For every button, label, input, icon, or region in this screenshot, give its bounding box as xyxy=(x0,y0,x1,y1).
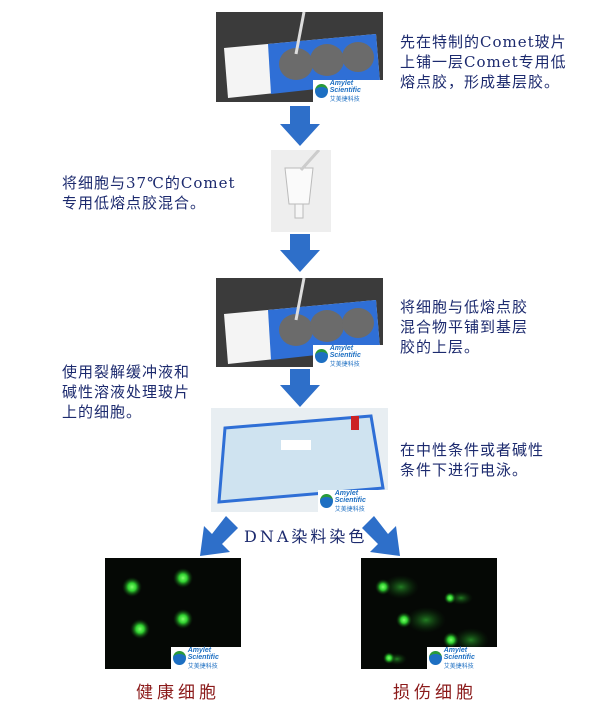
damaged-cells-label: 损伤细胞 xyxy=(393,683,477,703)
arrow-down-1 xyxy=(280,106,320,146)
cell xyxy=(443,632,459,648)
arrow-down-3 xyxy=(280,369,320,407)
cell xyxy=(396,612,412,628)
arrow-diag-right xyxy=(362,516,400,556)
step-4-text: 使用裂解缓冲液和 碱性溶液处理玻片 上的细胞。 xyxy=(62,363,191,421)
healthy-cells-label: 健康细胞 xyxy=(136,683,220,703)
step-3-text: 将细胞与低熔点胶 混合物平铺到基层 胶的上层。 xyxy=(400,298,529,356)
cell xyxy=(444,592,456,604)
arrow-down-2 xyxy=(280,234,320,272)
cell xyxy=(375,579,391,595)
arrow-diag-left xyxy=(200,516,238,556)
tube-image xyxy=(271,150,331,232)
step-2-text: 将细胞与37℃的Comet 专用低熔点胶混合。 xyxy=(62,174,236,212)
cell xyxy=(173,568,193,588)
cell xyxy=(173,609,193,629)
step-1-text: 先在特制的Comet玻片 上铺一层Comet专用低 熔点胶，形成基层胶。 xyxy=(400,33,567,91)
step-5-text: 在中性条件或者碱性 条件下进行电泳。 xyxy=(400,441,545,479)
comet-tail xyxy=(453,628,489,652)
cell xyxy=(122,577,142,597)
comet-tail xyxy=(406,607,446,633)
comet-tail xyxy=(449,591,473,605)
comet-tail xyxy=(383,575,419,599)
stain-label: DNA染料染色 xyxy=(244,527,368,546)
cell xyxy=(383,652,395,664)
cell xyxy=(130,619,150,639)
